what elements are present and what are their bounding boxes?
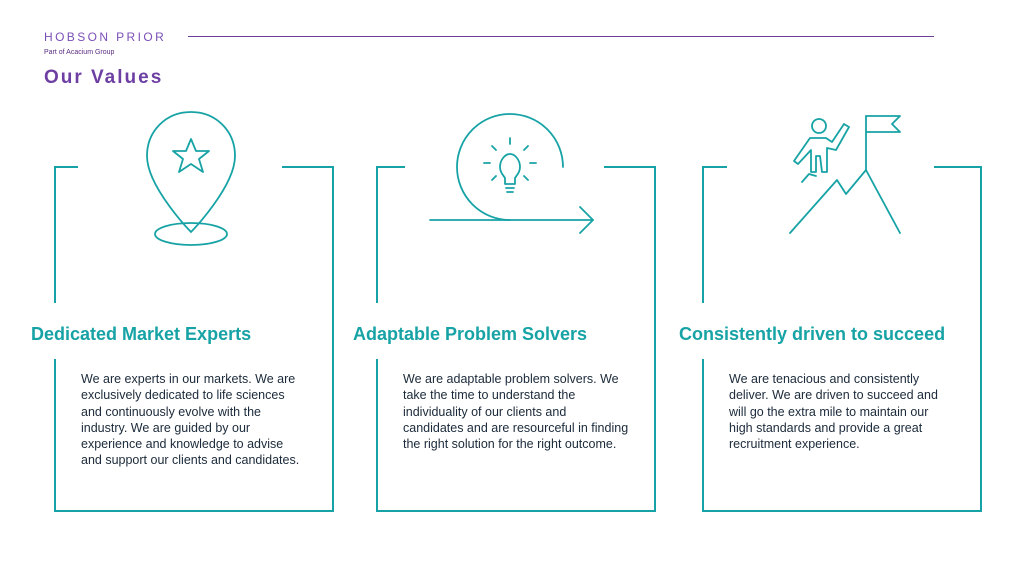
value-card-adaptable-problem-solvers: Adaptable Problem Solvers We are adaptab… bbox=[353, 0, 656, 576]
value-card-consistently-driven: Consistently driven to succeed We are te… bbox=[679, 0, 982, 576]
value-description: We are adaptable problem solvers. We tak… bbox=[403, 372, 629, 452]
value-title: Consistently driven to succeed bbox=[679, 324, 946, 344]
value-description: We are experts in our markets. We are ex… bbox=[81, 372, 300, 468]
map-pin-star-icon bbox=[146, 111, 236, 246]
value-card-dedicated-market-experts: Dedicated Market Experts We are experts … bbox=[31, 0, 334, 576]
lightbulb-arrow-icon bbox=[429, 113, 594, 234]
brand-subtitle: Part of Acacium Group bbox=[44, 49, 115, 56]
value-title: Adaptable Problem Solvers bbox=[353, 324, 588, 344]
header-divider bbox=[188, 36, 934, 37]
climber-flag-icon bbox=[789, 115, 901, 234]
card-frame bbox=[702, 166, 982, 512]
brand-name: HOBSON PRIOR bbox=[44, 30, 167, 44]
page-title: Our Values bbox=[44, 67, 164, 88]
value-description: We are tenacious and consistently delive… bbox=[729, 372, 938, 452]
card-frame bbox=[54, 166, 334, 512]
card-frame bbox=[376, 166, 656, 512]
value-title: Dedicated Market Experts bbox=[31, 324, 252, 344]
